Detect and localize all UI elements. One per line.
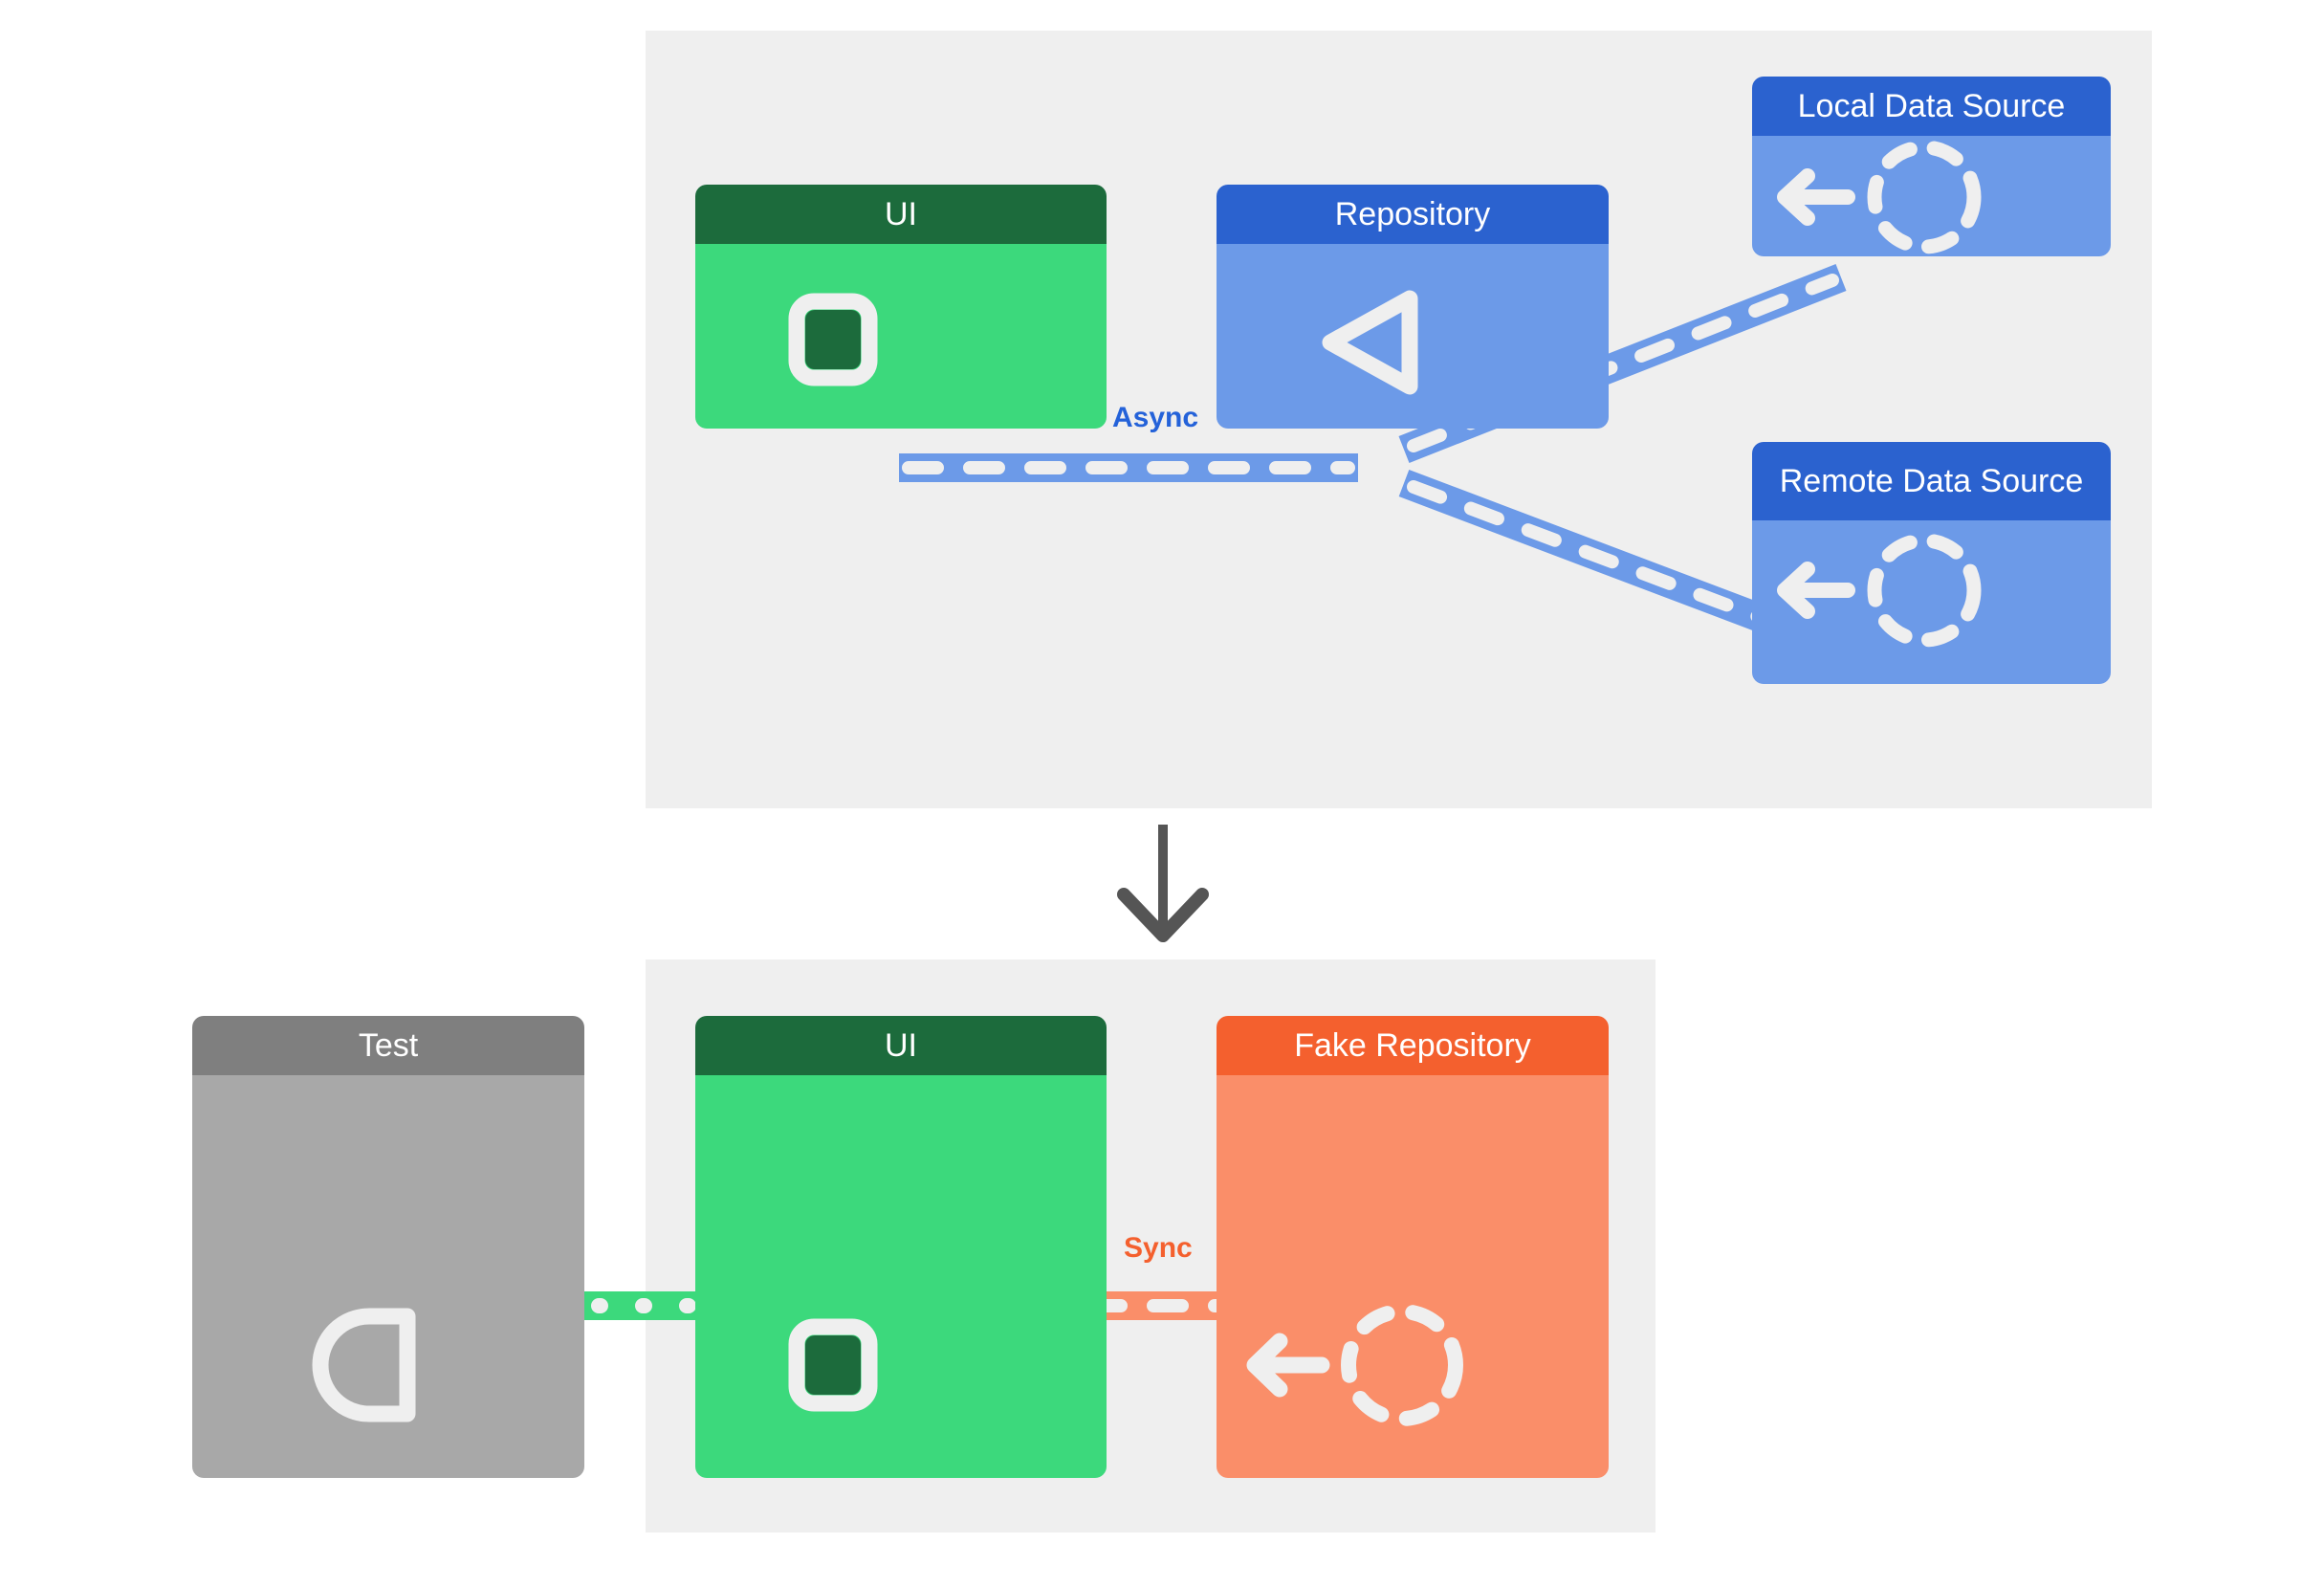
card-local-data-source-title: Local Data Source bbox=[1752, 77, 2111, 136]
card-test-body bbox=[192, 1075, 584, 1478]
edge-label-sync: Sync bbox=[1124, 1232, 1193, 1264]
edge-label-async: Async bbox=[1112, 402, 1199, 433]
left-arrow-icon bbox=[1246, 1333, 1330, 1398]
card-fake-repository[interactable]: Fake Repository bbox=[1217, 1016, 1609, 1478]
left-arrow-icon bbox=[1777, 168, 1855, 226]
card-remote-data-source-title: Remote Data Source bbox=[1752, 442, 2111, 520]
rounded-square-widget-icon bbox=[788, 293, 878, 386]
card-local-data-source-body bbox=[1752, 136, 2111, 256]
card-ui-production-body bbox=[695, 244, 1107, 429]
card-repository-title: Repository bbox=[1217, 185, 1609, 244]
card-ui-test-title: UI bbox=[695, 1016, 1107, 1075]
card-remote-data-source[interactable]: Remote Data Source bbox=[1752, 442, 2111, 684]
card-local-data-source[interactable]: Local Data Source bbox=[1752, 77, 2111, 256]
card-ui-test[interactable]: UI bbox=[695, 1016, 1107, 1478]
card-ui-production-title: UI bbox=[695, 185, 1107, 244]
card-repository[interactable]: Repository bbox=[1217, 185, 1609, 429]
card-test-title: Test bbox=[192, 1016, 584, 1075]
left-arrow-icon bbox=[1777, 562, 1855, 619]
dashed-circle-icon bbox=[1341, 1304, 1463, 1426]
rounded-square-widget-icon bbox=[788, 1318, 878, 1412]
down-arrow-icon bbox=[1117, 825, 1209, 942]
card-fake-repository-title: Fake Repository bbox=[1217, 1016, 1609, 1075]
card-test[interactable]: Test bbox=[192, 1016, 584, 1478]
dashed-circle-icon bbox=[1867, 533, 1982, 648]
card-ui-production[interactable]: UI bbox=[695, 185, 1107, 429]
card-remote-data-source-body bbox=[1752, 520, 2111, 684]
card-fake-repository-body bbox=[1217, 1075, 1609, 1478]
dashed-circle-icon bbox=[1867, 140, 1982, 254]
card-ui-test-body bbox=[695, 1075, 1107, 1478]
left-triangle-fan-icon bbox=[1322, 290, 1418, 395]
card-repository-body bbox=[1217, 244, 1609, 429]
half-circle-socket-icon bbox=[312, 1308, 416, 1422]
